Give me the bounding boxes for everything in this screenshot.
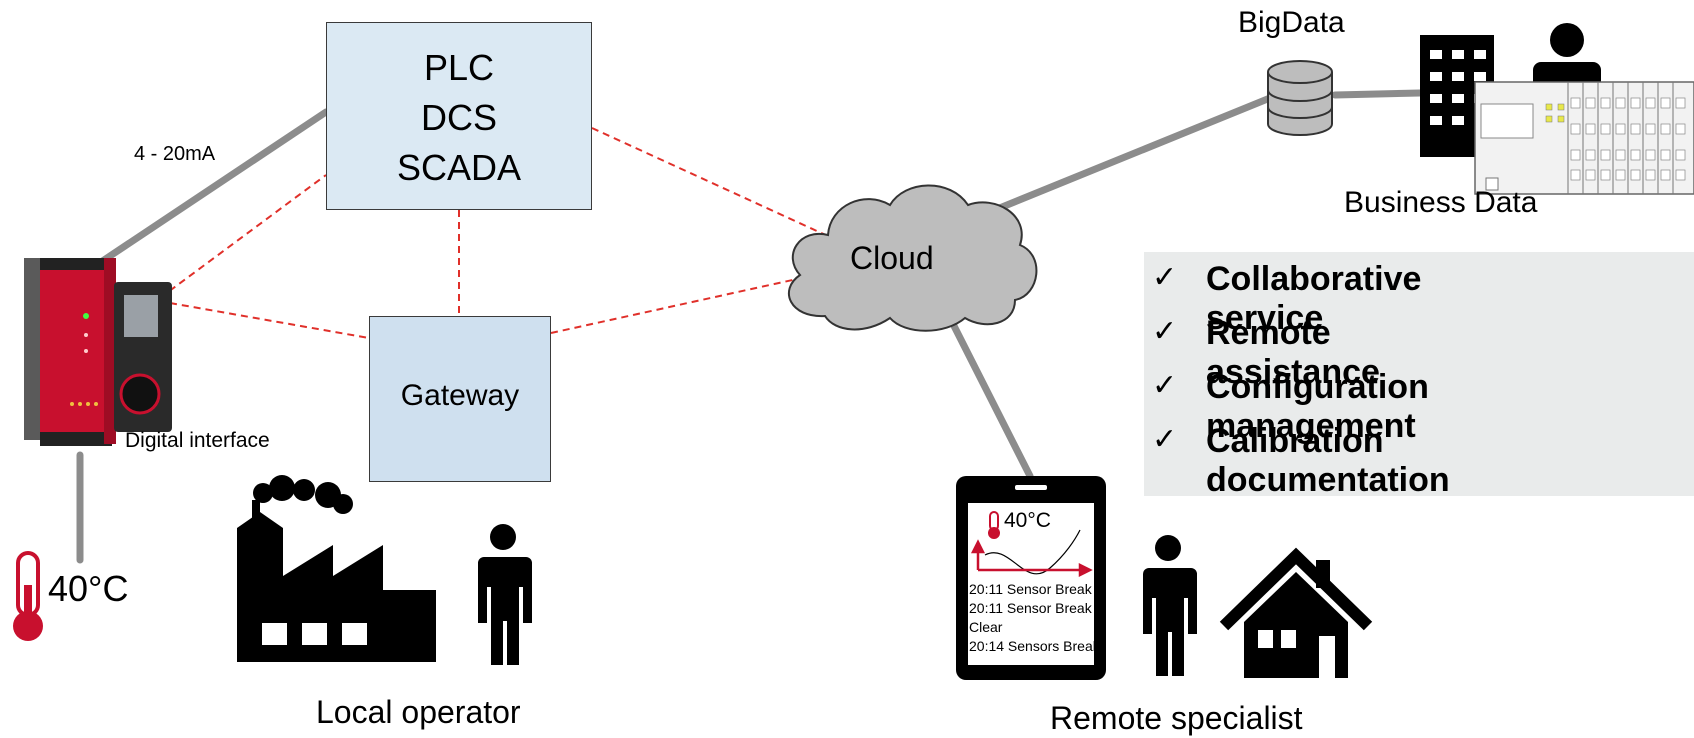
tablet-temperature-value: 40°C (1004, 509, 1051, 532)
checkmark-icon: ✓ (1152, 260, 1178, 295)
remote-specialist-label: Remote specialist (1050, 700, 1303, 736)
cloud-label: Cloud (850, 240, 934, 276)
database-icon (1267, 60, 1333, 136)
business-data-label: Business Data (1344, 186, 1538, 219)
link-plc-to-cloud (591, 127, 831, 238)
link-device-to-gateway (169, 302, 370, 339)
link-cloud-to-tablet (946, 314, 1034, 480)
signal-label: 4 - 20mA (134, 143, 216, 165)
module-rack-image (1474, 81, 1694, 195)
transmitter-device-image (24, 258, 172, 446)
link-gateway-to-cloud (550, 278, 798, 334)
feature-text: Configuration management (1206, 368, 1429, 445)
dashed-links (159, 127, 831, 339)
checkmark-icon: ✓ (1152, 422, 1178, 457)
feature-text: Collaborative service (1206, 260, 1422, 337)
link-plc-to-device (76, 108, 330, 280)
cloud-shape (788, 184, 1038, 332)
local-operator-label: Local operator (316, 694, 521, 730)
features-panel: ✓ Collaborative service ✓ Remote assista… (1144, 252, 1694, 499)
bigdata-label: BigData (1238, 6, 1345, 39)
tablet-log-entry: Clear (969, 619, 1003, 635)
digital-interface-label: Digital interface (125, 429, 270, 452)
feature-text: Calibration documentation (1206, 422, 1450, 499)
house-icon (1219, 547, 1373, 678)
tablet-log: 20:11 Sensor Break 20:11 Sensor Break Cl… (969, 580, 1100, 656)
tablet-log-entry: 20:11 Sensor Break (969, 600, 1092, 616)
tablet-device (956, 476, 1106, 680)
tablet-axes (970, 539, 1093, 578)
checkmark-icon: ✓ (1152, 314, 1178, 349)
control-system-box: PLC DCS SCADA (326, 22, 592, 210)
checkmark-icon: ✓ (1152, 368, 1178, 403)
local-operator-person-icon (478, 524, 532, 665)
link-cloud-to-bigdata (971, 94, 1274, 222)
dcs-label: DCS (420, 97, 497, 138)
link-bigdata-to-business (1331, 89, 1424, 99)
remote-specialist-person-icon (1143, 535, 1197, 676)
thermometer-icon (13, 551, 43, 641)
scada-label: SCADA (396, 147, 522, 188)
link-device-to-plc (159, 174, 327, 299)
tablet-log-entry: 20:14 Sensors Break (969, 638, 1100, 654)
tablet-thermometer-icon (988, 511, 1000, 539)
plc-label: PLC (423, 47, 495, 88)
factory-icon (237, 475, 436, 662)
feature-text: Remote assistance (1206, 314, 1380, 391)
local-temperature-value: 40°C (48, 568, 129, 609)
gateway-label: Gateway (400, 379, 520, 412)
tablet-log-entry: 20:11 Sensor Break (969, 581, 1092, 597)
gateway-box: Gateway (369, 316, 551, 482)
solid-links (76, 89, 1424, 564)
